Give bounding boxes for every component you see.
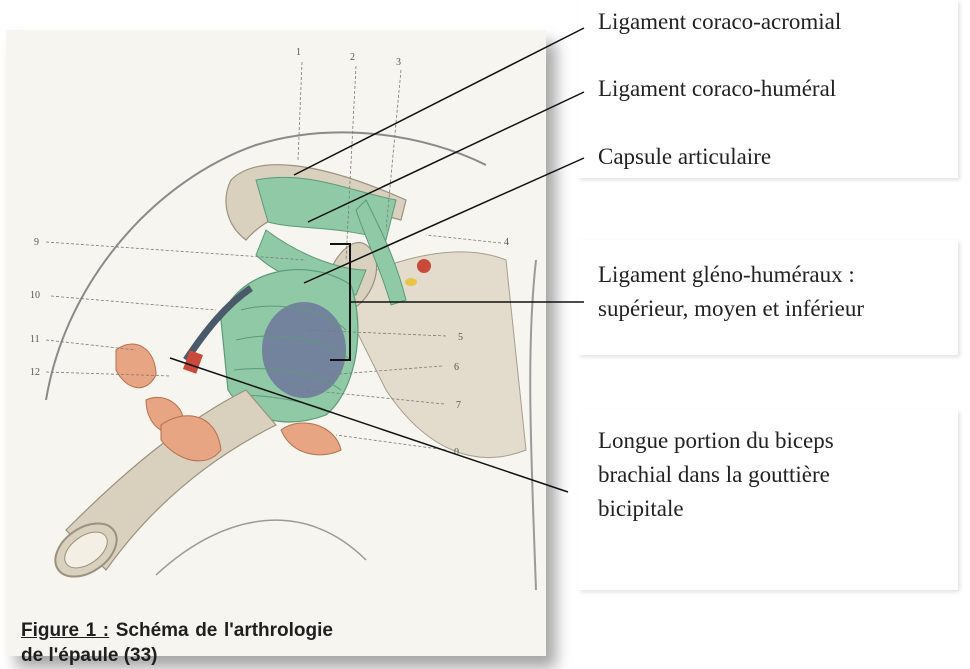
figure-number-4: 4 <box>504 237 509 248</box>
glenoid-marker <box>417 259 431 273</box>
label-biceps-line2: brachial dans la gouttière <box>598 458 830 491</box>
figure-number-7: 7 <box>456 400 461 411</box>
figure-caption: Figure 1 : Schéma de l'arthrologie de l'… <box>21 618 333 669</box>
figure-number-11: 11 <box>30 334 40 345</box>
figure-number-3: 3 <box>396 57 401 68</box>
muscle-cut-8 <box>281 423 341 455</box>
figure-number-2: 2 <box>350 52 355 63</box>
figure-card: 1 2 3 4 5 6 7 0 9 10 11 12 Figure 1 : Sc… <box>6 30 546 656</box>
label-gleno-humeral-line1: Ligament gléno-huméraux : <box>598 258 855 291</box>
glenoid-dot <box>405 278 417 286</box>
trunk-contour <box>530 260 536 590</box>
label-biceps-line3: bicipitale <box>598 492 684 525</box>
figure-number-8: 0 <box>454 447 459 458</box>
capsule-interior <box>262 302 346 398</box>
shoulder-illustration: 1 2 3 4 5 6 7 0 9 10 11 12 <box>6 30 546 656</box>
figure-number-9: 9 <box>34 237 39 248</box>
arm-contour <box>156 520 366 575</box>
label-coraco-acromial: Ligament coraco-acromial <box>598 5 841 38</box>
label-gleno-humeral-line2: supérieur, moyen et inférieur <box>598 292 864 325</box>
figure-number-10: 10 <box>30 290 40 301</box>
label-coraco-humeral: Ligament coraco-huméral <box>598 72 836 105</box>
figure-number-5: 5 <box>458 332 463 343</box>
label-capsule: Capsule articulaire <box>598 140 771 173</box>
muscle-cut-11 <box>116 344 156 388</box>
caption-reference: Figure 1 : <box>21 620 109 641</box>
figure-number-6: 6 <box>454 362 459 373</box>
label-biceps-line1: Longue portion du biceps <box>598 424 834 457</box>
figure-number-1: 1 <box>296 47 301 58</box>
figure-number-12: 12 <box>30 367 40 378</box>
